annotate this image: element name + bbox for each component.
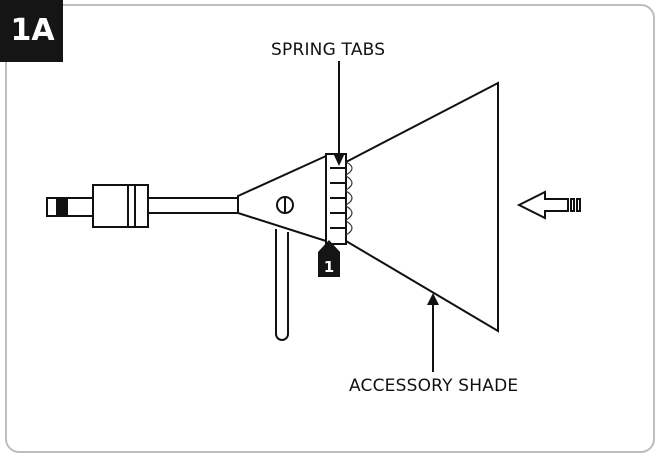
- tube: [148, 197, 238, 214]
- callout-marker: [318, 240, 340, 277]
- connector: [92, 184, 149, 228]
- callout-number: 1: [324, 258, 334, 276]
- accessory-shade: [345, 81, 499, 333]
- step-badge: 1A: [0, 0, 63, 62]
- handle: [275, 229, 289, 341]
- spring-tabs-arrowhead: [333, 153, 345, 166]
- spring-tabs-label: SPRING TABS: [271, 40, 386, 60]
- spring-tabs: [330, 167, 346, 229]
- screw-icon: [276, 196, 294, 214]
- accessory-shade-label: ACCESSORY SHADE: [349, 376, 519, 396]
- arrow-left-icon: [516, 190, 581, 220]
- accessory-shade-arrowhead: [427, 293, 439, 305]
- plug: [46, 197, 94, 217]
- spring-tab-loops: [345, 161, 353, 236]
